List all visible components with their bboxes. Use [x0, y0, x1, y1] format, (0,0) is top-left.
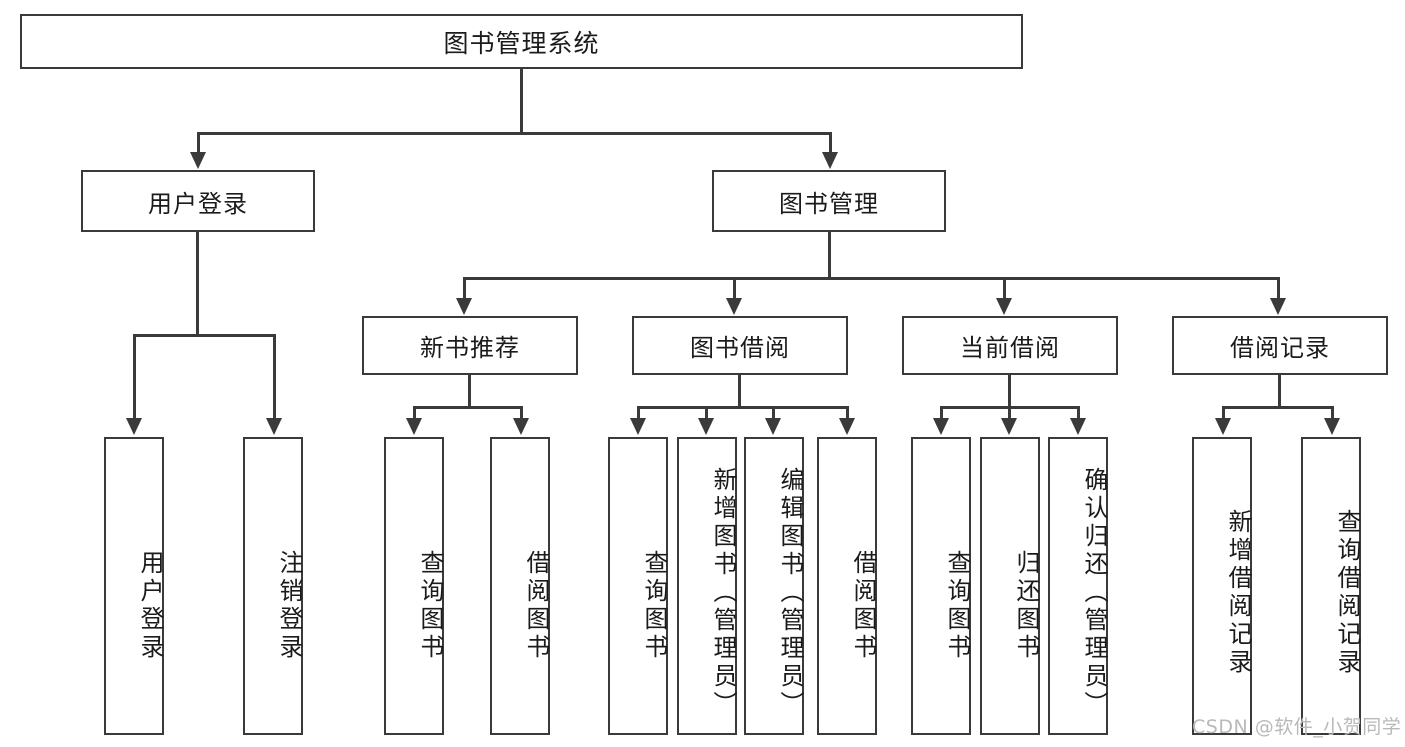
arrowhead-leaf-borrow-book-1 — [513, 418, 529, 435]
node-book-borrow[interactable]: 图书借阅 — [632, 316, 848, 375]
connector-lvl3-drop-2 — [733, 277, 736, 300]
arrowhead-leaf-query-book-1 — [406, 418, 422, 435]
connector-new-book-bus — [413, 406, 523, 409]
connector-user-login-drop-right — [273, 334, 276, 420]
arrowhead-to-new-book-recommend — [456, 298, 472, 315]
connector-user-login-bus — [133, 334, 276, 337]
arrowhead-leaf-edit-book — [765, 418, 781, 435]
connector-root-stem — [520, 69, 523, 134]
connector-lvl3-drop-4 — [1277, 277, 1280, 300]
connector-lvl3-drop-1 — [463, 277, 466, 300]
connector-borrow-record-stem — [1278, 375, 1281, 409]
connector-current-borrow-stem — [1008, 375, 1011, 409]
connector-new-book-drop-1 — [413, 406, 416, 420]
arrowhead-leaf-add-book — [698, 418, 714, 435]
connector-current-borrow-drop-2 — [1008, 406, 1011, 420]
connector-book-borrow-drop-4 — [846, 406, 849, 420]
leaf-borrow-book-borrow[interactable]: 借阅图书 — [817, 437, 877, 735]
leaf-logout-login[interactable]: 注销登录 — [243, 437, 303, 735]
leaf-edit-book-admin[interactable]: 编辑图书（管理员） — [744, 437, 804, 735]
leaf-add-borrow-record[interactable]: 新增借阅记录 — [1192, 437, 1252, 735]
arrowhead-leaf-borrow-book-2 — [839, 418, 855, 435]
connector-new-book-drop-2 — [520, 406, 523, 420]
connector-user-login-stem — [196, 232, 199, 337]
arrowhead-leaf-return-book — [1001, 418, 1017, 435]
node-new-book-recommend[interactable]: 新书推荐 — [362, 316, 578, 375]
arrowhead-to-current-borrow — [996, 298, 1012, 315]
leaf-borrow-book-new-recommend[interactable]: 借阅图书 — [490, 437, 550, 735]
connector-root-bus — [197, 132, 832, 135]
arrowhead-to-borrow-record — [1270, 298, 1286, 315]
connector-new-book-stem — [468, 375, 471, 409]
leaf-add-book-admin[interactable]: 新增图书（管理员） — [677, 437, 737, 735]
leaf-query-book-new-recommend[interactable]: 查询图书 — [384, 437, 444, 735]
leaf-confirm-return-admin[interactable]: 确认归还（管理员） — [1048, 437, 1108, 735]
connector-book-manage-stem — [828, 232, 831, 280]
leaf-return-book[interactable]: 归还图书 — [980, 437, 1040, 735]
node-book-manage[interactable]: 图书管理 — [712, 170, 946, 232]
arrowhead-leaf-query-book-2 — [630, 418, 646, 435]
arrowhead-leaf-logout-login — [266, 418, 282, 435]
node-borrow-record[interactable]: 借阅记录 — [1172, 316, 1388, 375]
node-current-borrow[interactable]: 当前借阅 — [902, 316, 1118, 375]
node-root-book-management-system[interactable]: 图书管理系统 — [20, 14, 1023, 69]
arrowhead-to-user-login — [190, 152, 206, 169]
connector-book-borrow-drop-1 — [637, 406, 640, 420]
connector-book-borrow-drop-2 — [705, 406, 708, 420]
arrowhead-leaf-add-record — [1215, 418, 1231, 435]
arrowhead-to-book-borrow — [726, 298, 742, 315]
leaf-query-borrow-record[interactable]: 查询借阅记录 — [1301, 437, 1361, 735]
leaf-user-login[interactable]: 用户登录 — [104, 437, 164, 735]
connector-lvl3-drop-3 — [1003, 277, 1006, 300]
arrowhead-leaf-query-record — [1324, 418, 1340, 435]
connector-current-borrow-drop-1 — [940, 406, 943, 420]
connector-book-manage-bus — [463, 277, 1280, 280]
connector-book-borrow-bus — [637, 406, 849, 409]
connector-borrow-record-bus — [1222, 406, 1334, 409]
connector-book-borrow-drop-3 — [772, 406, 775, 420]
connector-book-borrow-stem — [738, 375, 741, 409]
leaf-query-book-borrow[interactable]: 查询图书 — [608, 437, 668, 735]
arrowhead-leaf-query-book-3 — [933, 418, 949, 435]
arrowhead-leaf-confirm-return — [1070, 418, 1086, 435]
connector-root-drop-right — [829, 132, 832, 154]
connector-user-login-drop-left — [133, 334, 136, 420]
connector-current-borrow-drop-3 — [1077, 406, 1080, 420]
connector-root-drop-left — [197, 132, 200, 154]
arrowhead-leaf-user-login — [126, 418, 142, 435]
connector-borrow-record-drop-1 — [1222, 406, 1225, 420]
arrowhead-to-book-manage — [822, 152, 838, 169]
leaf-query-book-current[interactable]: 查询图书 — [911, 437, 971, 735]
connector-borrow-record-drop-2 — [1331, 406, 1334, 420]
node-user-login[interactable]: 用户登录 — [81, 170, 315, 232]
